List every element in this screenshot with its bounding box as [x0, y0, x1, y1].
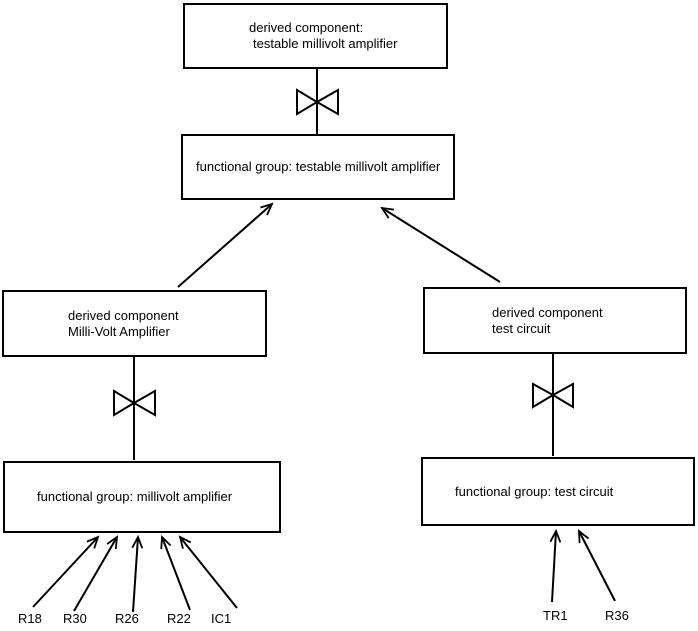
node-label-line2: Milli-Volt Amplifier [68, 323, 170, 339]
arrow-tr1 [549, 528, 562, 603]
bowtie-valve-icon-top [296, 88, 339, 116]
component-label-r36: R36 [605, 608, 629, 623]
component-label-tr1: TR1 [543, 608, 568, 623]
component-label-r22: R22 [167, 611, 191, 626]
node-label-line1: derived component [68, 307, 179, 323]
node-derived-milli-volt-amplifier: derived component Milli-Volt Amplifier [2, 290, 267, 357]
node-label-line2: testable millivolt amplifier [253, 36, 398, 51]
node-fg-testable-millivolt-amplifier: functional group: testable millivolt amp… [181, 134, 455, 200]
component-label-r30: R30 [63, 611, 87, 626]
arrow-r30 [73, 535, 119, 612]
node-label-line2: test circuit [492, 320, 551, 336]
component-label-ic1: IC1 [211, 611, 232, 626]
arrow-r36 [578, 529, 616, 602]
node-label: functional group: test circuit [455, 483, 614, 499]
component-label-r18: R18 [18, 611, 42, 626]
node-label-line1: derived component: [249, 20, 364, 35]
bowtie-valve-icon-left [113, 389, 156, 417]
arrow-right-derived-to-fg-testable [380, 206, 501, 283]
node-derived-test-circuit: derived component test circuit [423, 287, 687, 354]
node-fg-millivolt-amplifier: functional group: millivolt amplifier [3, 461, 281, 533]
arrow-left-derived-to-fg-testable [177, 202, 274, 288]
arrow-r26 [131, 534, 144, 613]
node-label-line1: derived component [492, 304, 603, 320]
node-derived-testable-millivolt-amplifier: derived component: testable millivolt am… [183, 3, 448, 69]
bowtie-valve-icon-right [532, 382, 574, 409]
node-fg-test-circuit: functional group: test circuit [421, 457, 695, 526]
node-label: functional group: millivolt amplifier [37, 489, 233, 504]
arrow-r18 [32, 535, 100, 608]
arrow-r22 [160, 534, 191, 611]
component-label-r26: R26 [115, 611, 139, 626]
arrow-ic1 [178, 535, 238, 609]
node-label: functional group: testable millivolt amp… [196, 159, 441, 174]
